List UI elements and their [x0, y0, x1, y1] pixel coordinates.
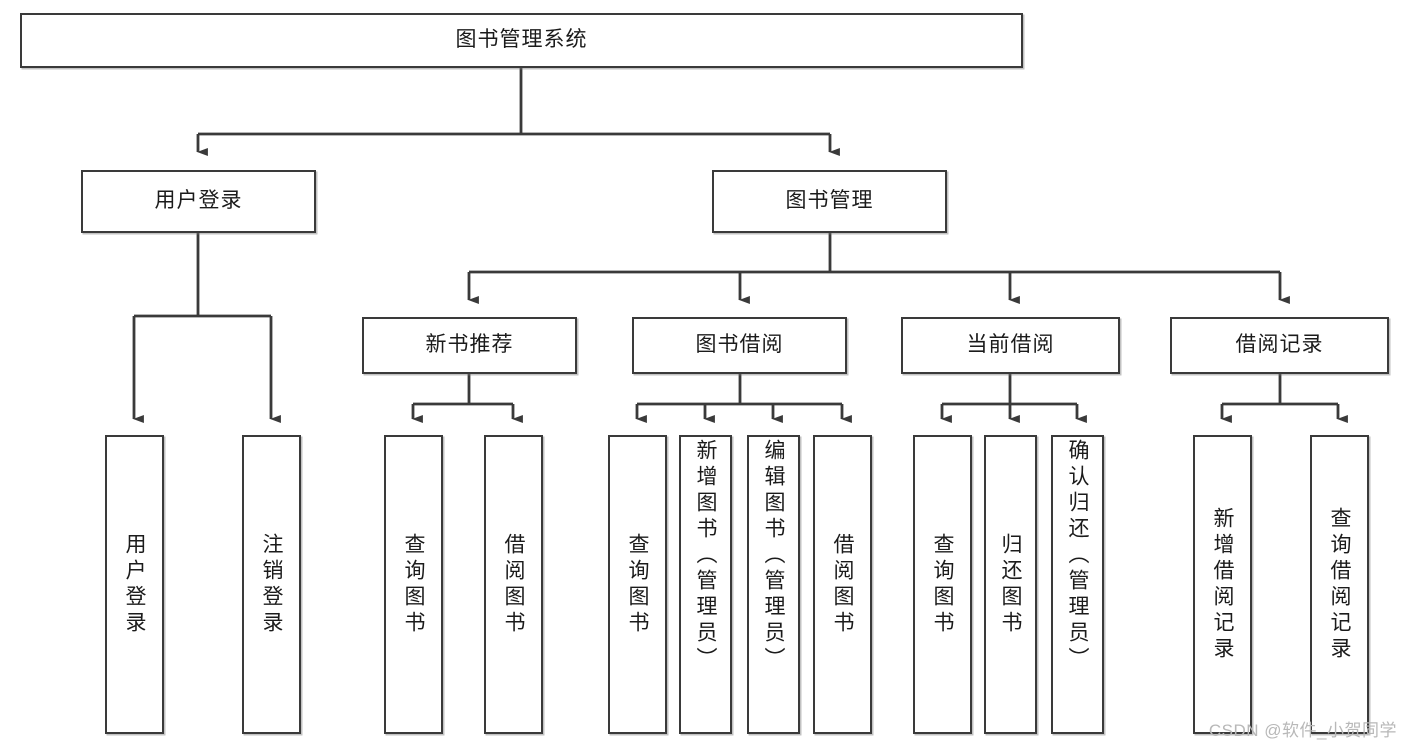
node-root-label: 图书管理系统 — [455, 28, 588, 52]
leaf-borrow-edit-book[interactable]: 编辑图书（管理员） — [747, 435, 800, 734]
node-new-book-recommend-label: 新书推荐 — [425, 333, 514, 357]
node-borrow-record-label: 借阅记录 — [1235, 333, 1324, 357]
leaf-record-add-record[interactable]: 新增借阅记录 — [1193, 435, 1252, 734]
node-book-borrow[interactable]: 图书借阅 — [632, 317, 847, 374]
leaf-record-add-record-label: 新增借阅记录 — [1211, 506, 1234, 663]
node-user-login-label: 用户登录 — [154, 189, 243, 213]
leaf-current-confirm-return-label: 确认归还（管理员） — [1066, 439, 1089, 673]
leaf-current-query-book[interactable]: 查询图书 — [913, 435, 972, 734]
node-root[interactable]: 图书管理系统 — [20, 13, 1023, 68]
leaf-user-login[interactable]: 用户登录 — [105, 435, 164, 734]
leaf-record-query-record[interactable]: 查询借阅记录 — [1310, 435, 1369, 734]
leaf-current-return-book[interactable]: 归还图书 — [984, 435, 1037, 734]
leaf-current-return-book-label: 归还图书 — [999, 532, 1022, 637]
leaf-borrow-edit-book-label: 编辑图书（管理员） — [762, 439, 785, 673]
leaf-user-login-label: 用户登录 — [123, 532, 146, 637]
watermark-text: CSDN @软件_小贺同学 — [1208, 721, 1397, 740]
leaf-borrow-add-book[interactable]: 新增图书（管理员） — [679, 435, 732, 734]
leaf-record-query-record-label: 查询借阅记录 — [1328, 506, 1351, 663]
node-user-login[interactable]: 用户登录 — [81, 170, 316, 233]
node-book-management[interactable]: 图书管理 — [712, 170, 947, 233]
node-book-management-label: 图书管理 — [785, 189, 874, 213]
leaf-recommend-borrow-book[interactable]: 借阅图书 — [484, 435, 543, 734]
node-new-book-recommend[interactable]: 新书推荐 — [362, 317, 577, 374]
leaf-recommend-query-book[interactable]: 查询图书 — [384, 435, 443, 734]
node-current-borrow[interactable]: 当前借阅 — [901, 317, 1120, 374]
leaf-borrow-borrow-book[interactable]: 借阅图书 — [813, 435, 872, 734]
leaf-current-query-book-label: 查询图书 — [931, 532, 954, 637]
leaf-current-confirm-return[interactable]: 确认归还（管理员） — [1051, 435, 1104, 734]
node-book-borrow-label: 图书借阅 — [695, 333, 784, 357]
leaf-recommend-borrow-book-label: 借阅图书 — [502, 532, 525, 637]
node-current-borrow-label: 当前借阅 — [966, 333, 1055, 357]
leaf-user-logout[interactable]: 注销登录 — [242, 435, 301, 734]
leaf-borrow-borrow-book-label: 借阅图书 — [831, 532, 854, 637]
leaf-borrow-add-book-label: 新增图书（管理员） — [694, 439, 717, 673]
leaf-borrow-query-book-label: 查询图书 — [626, 532, 649, 637]
leaf-recommend-query-book-label: 查询图书 — [402, 532, 425, 637]
leaf-user-logout-label: 注销登录 — [260, 532, 283, 637]
leaf-borrow-query-book[interactable]: 查询图书 — [608, 435, 667, 734]
node-borrow-record[interactable]: 借阅记录 — [1170, 317, 1389, 374]
